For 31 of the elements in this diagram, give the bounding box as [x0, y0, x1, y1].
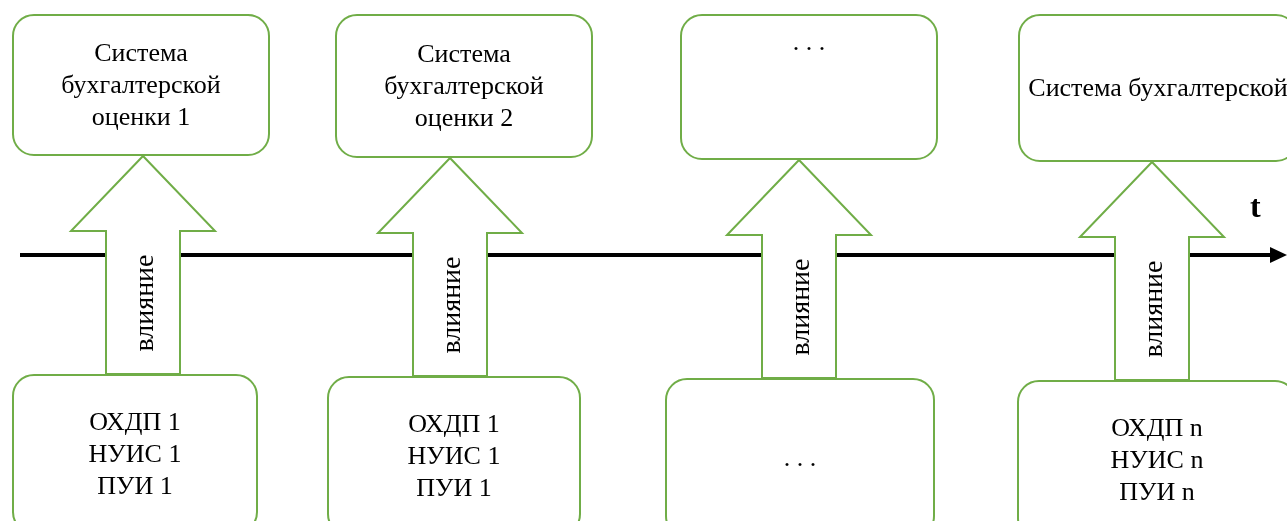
edge-label: влияние	[434, 255, 467, 354]
rounded-box	[335, 14, 593, 158]
node-text: НУИС n	[1110, 444, 1204, 476]
node-text: ПУИ 1	[416, 472, 492, 504]
rounded-box	[327, 376, 581, 521]
edge-label: влияние	[127, 253, 160, 352]
node-text: НУИС 1	[88, 438, 182, 470]
node-text: ПУИ n	[1119, 476, 1195, 508]
rounded-box	[1017, 380, 1287, 521]
block-arrow	[1077, 160, 1227, 381]
edge-label: влияние	[1136, 259, 1169, 358]
node-text: Система бухгалтерской оценки 1	[60, 37, 222, 133]
block-arrow	[68, 154, 218, 375]
node-text: Система бухгалтерской оценки 2	[383, 38, 545, 134]
edge-label: влияние	[783, 257, 816, 356]
rounded-box	[680, 14, 938, 160]
block-arrow	[375, 156, 525, 377]
rounded-box	[12, 374, 258, 521]
node-text: ОХДП 1	[408, 408, 500, 440]
node-text: ОХДП n	[1111, 412, 1203, 444]
node-text: . . .	[783, 442, 817, 474]
axis-label: t	[1250, 188, 1261, 225]
node-text: . . .	[792, 26, 826, 58]
node-text: Система бухгалтерской	[1028, 72, 1287, 104]
node-text: ОХДП 1	[89, 406, 181, 438]
node-text: ПУИ 1	[97, 470, 173, 502]
rounded-box	[665, 378, 935, 521]
block-arrow	[724, 158, 874, 379]
rounded-box	[12, 14, 270, 156]
rounded-box	[1018, 14, 1287, 162]
node-text: НУИС 1	[407, 440, 501, 472]
